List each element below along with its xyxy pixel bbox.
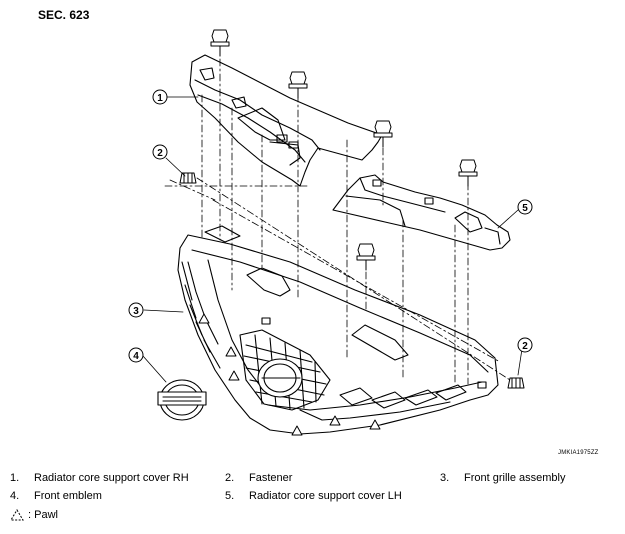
legend-label: Front emblem (34, 490, 102, 502)
callout-2: 2 (157, 148, 163, 159)
legend-label: Front grille assembly (464, 472, 566, 484)
alignment-lines (164, 43, 511, 385)
pawl-markers (198, 313, 381, 436)
legend-number: 3. (440, 472, 450, 484)
callout-3: 3 (133, 306, 139, 317)
callout-1: 1 (157, 93, 163, 104)
callout-2-right: 2 (522, 341, 528, 352)
legend-number: 5. (225, 490, 235, 502)
fastener-right (507, 377, 525, 389)
legend-item-1: 1. Radiator core support cover RH (10, 472, 189, 484)
figure-code: JMKIA1975ZZ (558, 450, 599, 456)
callout-circles (128, 89, 533, 363)
legend-item-3: 3. Front grille assembly (440, 472, 565, 484)
bolts (210, 29, 478, 271)
pawl-icon (10, 509, 24, 521)
front-emblem-part (157, 379, 207, 421)
legend-item-5: 5. Radiator core support cover LH (225, 490, 402, 502)
leader-lines (142, 96, 523, 383)
legend-number: 2. (225, 472, 235, 484)
front-grille-part (177, 225, 499, 435)
cover-rh-part (189, 54, 383, 187)
legend-number: 4. (10, 490, 20, 502)
fastener-left (179, 172, 197, 184)
legend-item-4: 4. Front emblem (10, 490, 102, 502)
legend-label: Fastener (249, 472, 293, 484)
legend-item-2: 2. Fastener (225, 472, 292, 484)
section-title: SEC. 623 (38, 8, 90, 22)
cover-lh-part (332, 174, 511, 251)
callout-5: 5 (522, 203, 528, 214)
pawl-label: : Pawl (28, 509, 58, 521)
callout-4: 4 (133, 351, 139, 362)
pawl-legend: : Pawl (10, 509, 58, 521)
legend-label: Radiator core support cover LH (249, 490, 402, 502)
legend-label: Radiator core support cover RH (34, 472, 189, 484)
legend-number: 1. (10, 472, 20, 484)
